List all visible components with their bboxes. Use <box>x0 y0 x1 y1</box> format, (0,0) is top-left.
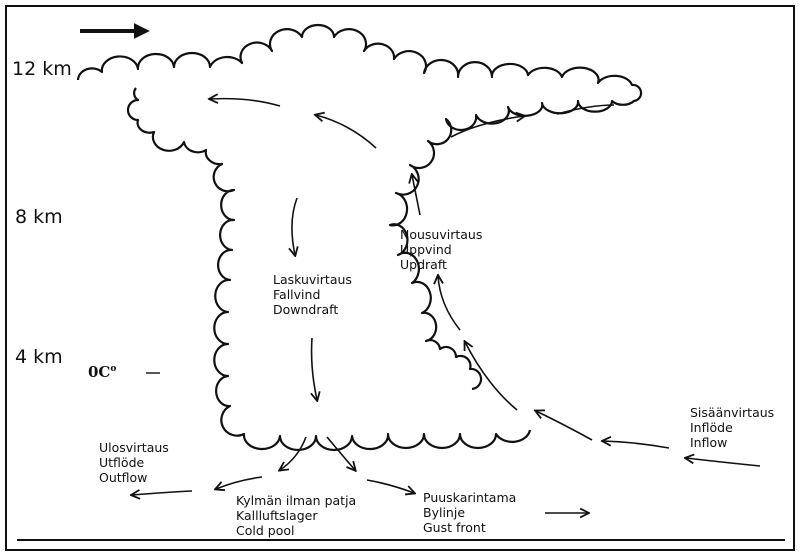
downdraft-label: Laskuvirtaus Fallvind Downdraft <box>273 272 352 317</box>
outflow-label: Ulosvirtaus Utflöde Outflow <box>99 440 169 485</box>
updraft-label: Nousuvirtaus Uppvind Updraft <box>400 227 483 272</box>
cold-pool-label: Kylmän ilman patja Kallluftslager Cold p… <box>236 493 357 538</box>
altitude-label-4km: 4 km <box>15 346 63 368</box>
inflow-arrow-far <box>686 458 761 467</box>
altitude-label-8km: 8 km <box>15 206 63 228</box>
downdraft-arrow-upper <box>292 197 297 255</box>
anvil-flow-arrow-far-left <box>210 99 281 107</box>
downdraft-arrow-lower <box>312 337 317 400</box>
updraft-arrow-middle <box>438 276 461 331</box>
gust-front-label: Puuskarintama Bylinje Gust front <box>423 490 517 535</box>
anvil-flow-arrow-right <box>450 116 524 138</box>
inflow-label: Sisäänvirtaus Inflöde Inflow <box>690 405 775 450</box>
inflow-arrow-lower <box>603 441 670 449</box>
updraft-arrow-top <box>412 175 421 216</box>
gust-front-arrow-left <box>366 479 414 493</box>
diagram-frame <box>5 5 795 551</box>
updraft-arrow-bottom <box>465 342 518 411</box>
outflow-split-arrow-left <box>280 436 307 470</box>
outflow-arrow-left <box>132 491 193 495</box>
outflow-arrow-middle <box>216 476 263 489</box>
outflow-split-arrow-right <box>326 436 355 470</box>
altitude-label-12km: 12 km <box>12 58 72 80</box>
cloud-outline <box>76 23 643 452</box>
freezing-level-label: 0Co <box>88 363 117 381</box>
inflow-arrow-upper <box>536 411 593 441</box>
anvil-flow-arrow-left <box>316 115 377 149</box>
anvil-flow-arrow-far-right <box>556 104 615 115</box>
